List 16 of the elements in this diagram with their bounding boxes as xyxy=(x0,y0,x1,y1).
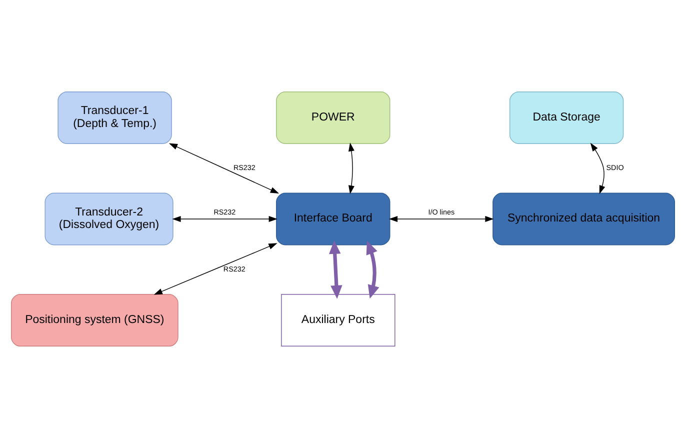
arrow xyxy=(366,240,380,298)
arrow xyxy=(388,215,494,222)
node-box: Interface Board xyxy=(276,192,390,245)
arrow xyxy=(172,215,278,222)
node-box: POWER xyxy=(276,91,390,144)
arrow xyxy=(590,142,606,194)
arrow xyxy=(168,142,280,194)
node-box: Data Storage xyxy=(509,91,624,144)
node-box: Synchronized data acquisition xyxy=(492,192,675,245)
arrow xyxy=(348,142,354,194)
node-box: Transducer-1 (Depth & Temp.) xyxy=(58,91,172,144)
arrow xyxy=(328,240,342,298)
node-box: Positioning system (GNSS) xyxy=(11,294,178,346)
arrow xyxy=(154,242,278,294)
node-box: Auxiliary Ports xyxy=(281,294,396,346)
node-box: Transducer-2 (Dissolved Oxygen) xyxy=(44,192,174,245)
